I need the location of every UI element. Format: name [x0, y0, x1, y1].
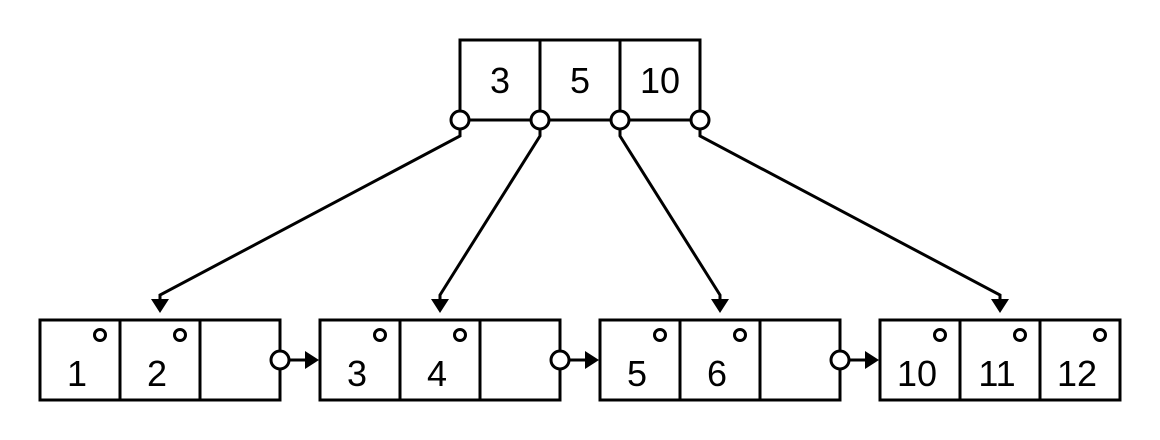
edge-line — [698, 120, 1002, 301]
sibling-link — [829, 349, 879, 371]
leaf-key-label: 10 — [897, 353, 937, 394]
sibling-link — [269, 349, 319, 371]
arrow-head-down-icon — [151, 299, 169, 313]
arrow-head-right-icon — [865, 351, 879, 369]
root-key-label: 10 — [640, 60, 680, 101]
child-pointer-icon — [609, 109, 631, 131]
child-pointer-edge — [151, 120, 462, 313]
leaf-key-cell — [758, 318, 842, 402]
record-pointer-icon — [93, 328, 107, 342]
edge-line — [158, 120, 462, 301]
arrow-head-down-icon — [711, 299, 729, 313]
edges-layer — [151, 120, 1009, 313]
child-pointer-edge — [431, 120, 542, 313]
child-pointer-icon — [689, 109, 711, 131]
child-pointer-edge — [698, 120, 1009, 313]
child-pointer-icon — [449, 109, 471, 131]
root-key-cell — [538, 38, 622, 122]
child-pointer-edge — [618, 120, 729, 313]
next-leaf-pointer-icon — [269, 349, 291, 371]
arrow-head-down-icon — [991, 299, 1009, 313]
root-key-cell — [618, 38, 702, 122]
record-pointer-icon — [373, 328, 387, 342]
root-key-cell — [458, 38, 542, 122]
root-key-label: 3 — [490, 60, 510, 101]
leaf-node: 10 11 12 — [878, 318, 1122, 402]
leaf-key-label: 5 — [627, 353, 647, 394]
arrow-head-down-icon — [431, 299, 449, 313]
record-pointer-icon — [173, 328, 187, 342]
leaf-key-label: 11 — [978, 353, 1015, 394]
leaf-key-label: 3 — [347, 353, 367, 394]
root-node: 3 5 10 — [458, 38, 702, 122]
leaf-key-label: 1 — [67, 353, 87, 394]
leaf-key-cell — [198, 318, 282, 402]
sibling-link — [549, 349, 599, 371]
leaf-key-label: 6 — [707, 353, 727, 394]
edge-line — [618, 120, 722, 301]
record-pointer-icon — [653, 328, 667, 342]
leaf-key-label: 12 — [1057, 353, 1097, 394]
record-pointer-icon — [1013, 328, 1027, 342]
arrow-head-right-icon — [585, 351, 599, 369]
arrow-head-right-icon — [305, 351, 319, 369]
child-pointer-icon — [529, 109, 551, 131]
record-pointer-icon — [453, 328, 467, 342]
root-key-label: 5 — [570, 60, 590, 101]
leaf-key-label: 4 — [427, 353, 447, 394]
next-leaf-pointer-icon — [549, 349, 571, 371]
record-pointer-icon — [733, 328, 747, 342]
leaf-key-label: 2 — [147, 353, 167, 394]
edge-line — [438, 120, 542, 301]
leaf-key-cell — [478, 318, 562, 402]
record-pointer-icon — [1093, 328, 1107, 342]
next-leaf-pointer-icon — [829, 349, 851, 371]
record-pointer-icon — [933, 328, 947, 342]
